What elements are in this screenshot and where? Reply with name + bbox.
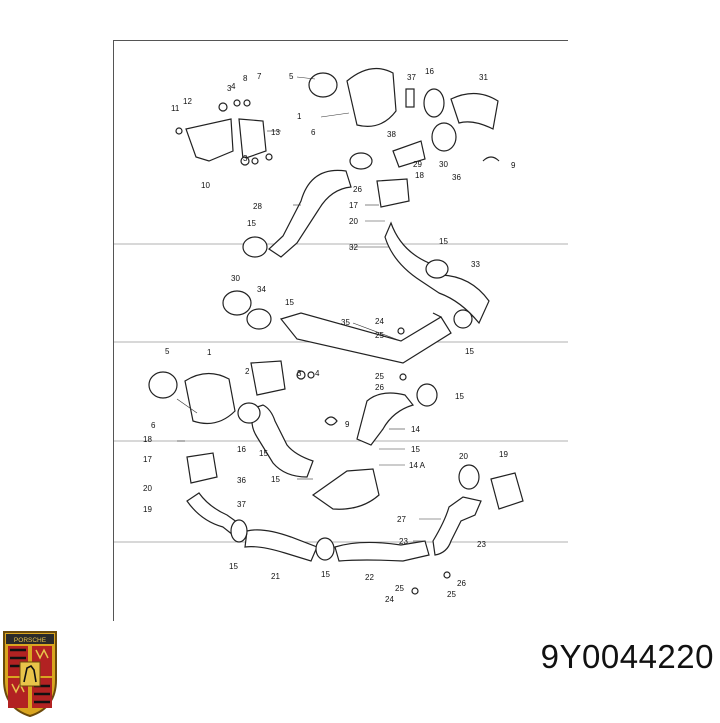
callout-22: 21 xyxy=(271,572,280,581)
bracket-assembly-top xyxy=(175,99,273,166)
callout-3c: 3 xyxy=(297,369,302,378)
callout-20: 19 xyxy=(143,505,152,514)
callout-9: 9 xyxy=(511,161,516,170)
hose-33-34 xyxy=(376,178,490,329)
callout-15g: 15 xyxy=(271,475,280,484)
logo-wordmark: PORSCHE xyxy=(14,637,47,644)
callout-17: 16 xyxy=(425,67,434,76)
hose-16 xyxy=(237,402,314,478)
callout-25b: 24 xyxy=(385,595,394,604)
callout-3b: 3 xyxy=(243,154,248,163)
callout-7: 7 xyxy=(257,72,262,81)
porsche-crest-icon: PORSCHE xyxy=(0,628,60,718)
callout-16: 15 xyxy=(259,449,268,458)
callout-26b: 25 xyxy=(375,372,384,381)
callout-39: 38 xyxy=(387,130,396,139)
callout-37: 36 xyxy=(452,173,461,182)
callout-18: 17 xyxy=(349,201,358,210)
callout-15c: 15 xyxy=(285,298,294,307)
callout-14a: 14 A xyxy=(409,461,426,470)
callout-30: 29 xyxy=(413,160,422,169)
callout-26c: 25 xyxy=(395,584,404,593)
exploded-view-drawing: 3 3 4 5 6 7 8 9 10 11 12 13 15 28 1 37 1… xyxy=(114,67,568,604)
callout-36: 35 xyxy=(341,318,350,327)
parts-diagram: 3 3 4 5 6 7 8 9 10 11 12 13 15 28 1 37 1… xyxy=(113,40,568,621)
callout-15d: 15 xyxy=(465,347,474,356)
callout-15h: 15 xyxy=(229,562,238,571)
turbo-housing-top xyxy=(308,67,500,168)
callout-19: 18 xyxy=(415,171,424,180)
callout-27: 26 xyxy=(353,185,362,194)
turbo-housing-lower xyxy=(148,360,315,424)
callout-37b: 36 xyxy=(237,476,246,485)
callout-5: 5 xyxy=(289,72,294,81)
callout-2: 2 xyxy=(245,367,250,376)
callout-17b: 16 xyxy=(237,445,246,454)
part-number: 9Y0044220 xyxy=(540,638,714,675)
callout-27c: 26 xyxy=(457,579,466,588)
callout-21: 20 xyxy=(349,217,358,226)
hose-20-22-23 xyxy=(186,452,430,562)
callout-8: 8 xyxy=(243,74,248,83)
callout-6b: 6 xyxy=(151,421,156,430)
callout-28: 27 xyxy=(397,515,406,524)
callout-38: 37 xyxy=(407,73,416,82)
callout-15i: 15 xyxy=(321,570,330,579)
callout-4b: 4 xyxy=(315,369,320,378)
callout-15e: 15 xyxy=(455,392,464,401)
callout-32: 31 xyxy=(479,73,488,82)
leader-lines xyxy=(176,76,441,542)
callout-31b: 30 xyxy=(231,274,240,283)
callout-24: 23 xyxy=(399,537,408,546)
callout-15b: 15 xyxy=(439,237,448,246)
callout-1: 1 xyxy=(297,112,302,121)
callout-21b: 20 xyxy=(143,484,152,493)
callout-27b: 26 xyxy=(375,383,384,392)
callout-15f: 15 xyxy=(411,445,420,454)
callout-38b: 37 xyxy=(237,500,246,509)
callout-25: 24 xyxy=(375,317,384,326)
callout-9b: 9 xyxy=(345,420,350,429)
callout-35: 34 xyxy=(257,285,266,294)
callout-29: 28 xyxy=(253,202,262,211)
callout-5b: 5 xyxy=(165,347,170,356)
callout-33: 32 xyxy=(349,243,358,252)
callout-12: 12 xyxy=(183,97,192,106)
callout-26: 25 xyxy=(375,331,384,340)
callout-23: 22 xyxy=(365,573,374,582)
callout-34: 33 xyxy=(471,260,480,269)
callout-14: 14 xyxy=(411,425,420,434)
callout-6: 6 xyxy=(311,128,316,137)
callout-24b: 23 xyxy=(477,540,486,549)
callout-15: 15 xyxy=(247,219,256,228)
callout-19b: 18 xyxy=(143,435,152,444)
callout-1b: 1 xyxy=(207,348,212,357)
callout-labels: 3 3 4 5 6 7 8 9 10 11 12 13 15 28 1 37 1… xyxy=(143,67,516,604)
callout-18b: 17 xyxy=(143,455,152,464)
callout-10: 10 xyxy=(201,181,210,190)
callout-21c: 20 xyxy=(459,452,468,461)
callout-3: 3 xyxy=(227,84,232,93)
hose-14 xyxy=(311,383,438,510)
hose-28 xyxy=(411,464,524,595)
hose-36-run xyxy=(222,290,452,381)
callout-13: 13 xyxy=(271,128,280,137)
callout-26d: 25 xyxy=(447,590,456,599)
callout-11: 11 xyxy=(171,104,180,113)
callout-4: 4 xyxy=(231,82,236,91)
callout-20b: 19 xyxy=(499,450,508,459)
callout-31: 30 xyxy=(439,160,448,169)
hose-29 xyxy=(242,152,373,258)
